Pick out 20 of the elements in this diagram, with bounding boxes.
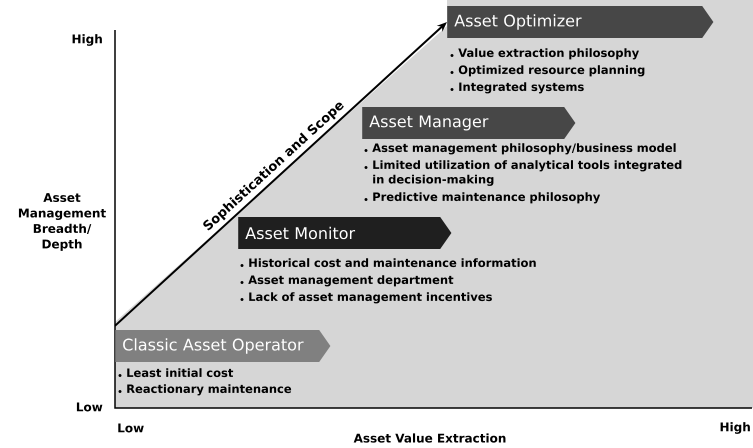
- bullet-item: Value extraction philosophy: [450, 48, 639, 60]
- bullet-item: Least initial cost: [118, 368, 234, 378]
- chevron-banner: Asset Optimizer: [447, 6, 714, 38]
- chevron-banner: Classic Asset Operator: [115, 330, 330, 362]
- chevron-banner: Asset Manager: [362, 107, 576, 139]
- bullet-item: Historical cost and maintenance information: [240, 258, 536, 268]
- axis-label: High: [72, 34, 102, 46]
- bullet-item: Lack of asset management incentives: [240, 292, 492, 304]
- bullet-item: Asset management philosophy/business model: [364, 143, 676, 154]
- bullet-item: Asset management department: [240, 275, 454, 286]
- axis-label: Low: [76, 402, 102, 412]
- bullet-item: Reactionary maintenance: [118, 384, 292, 396]
- axis-label: Low: [118, 424, 144, 432]
- axis-title: Asset Value Extraction: [354, 433, 506, 443]
- bullet-item: Integrated systems: [450, 82, 584, 94]
- bullet-item: Predictive maintenance philosophy: [364, 192, 600, 204]
- bullet-item: Limited utilization of analytical tools integrated in decision-making: [364, 160, 682, 186]
- axis-title: Asset Management Breadth/ Depth: [18, 193, 106, 251]
- bullet-item: Optimized resource planning: [450, 65, 644, 76]
- axis-label: High: [720, 422, 750, 434]
